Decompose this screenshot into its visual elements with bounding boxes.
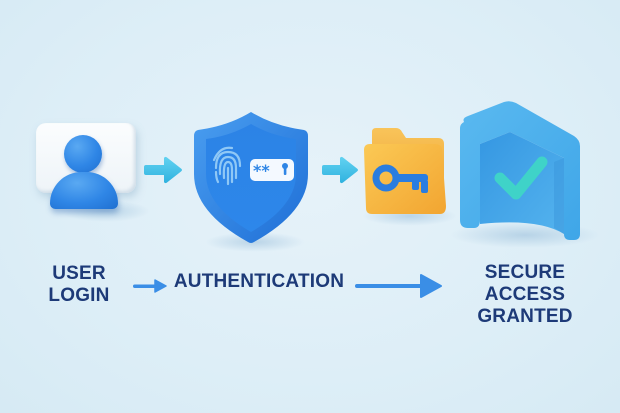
- svg-text:**: **: [253, 161, 270, 180]
- folder-key-icon: [362, 126, 448, 218]
- secure-gateway-check-icon: [458, 100, 582, 240]
- checkmark-icon: [494, 156, 548, 200]
- label-secure-line-3: GRANTED: [477, 306, 573, 327]
- flow-arrow-1-icon: [144, 155, 184, 185]
- shield-shadow: [205, 232, 305, 252]
- label-authentication-line-1: AUTHENTICATION: [173, 271, 345, 292]
- password-mask-icon: **: [253, 161, 288, 180]
- shield-fingerprint-icon: **: [192, 108, 310, 246]
- label-user-login: USER LOGIN: [44, 263, 114, 307]
- label-secure-access-granted: SECURE ACCESS GRANTED: [466, 262, 584, 328]
- label-user-login-line-1: USER: [52, 263, 106, 284]
- flow-arrow-2-icon: [322, 155, 360, 185]
- key-icon: [372, 164, 428, 193]
- user-head-icon: [64, 135, 102, 173]
- label-secure-line-2: ACCESS: [484, 284, 566, 305]
- label-secure-line-1: SECURE: [484, 262, 566, 283]
- label-user-login-line-2: LOGIN: [48, 285, 110, 306]
- label-authentication: AUTHENTICATION: [172, 271, 346, 293]
- label-arrow-2-icon: [355, 273, 445, 303]
- label-arrow-1-icon: [133, 278, 167, 297]
- fingerprint-icon: [212, 146, 242, 186]
